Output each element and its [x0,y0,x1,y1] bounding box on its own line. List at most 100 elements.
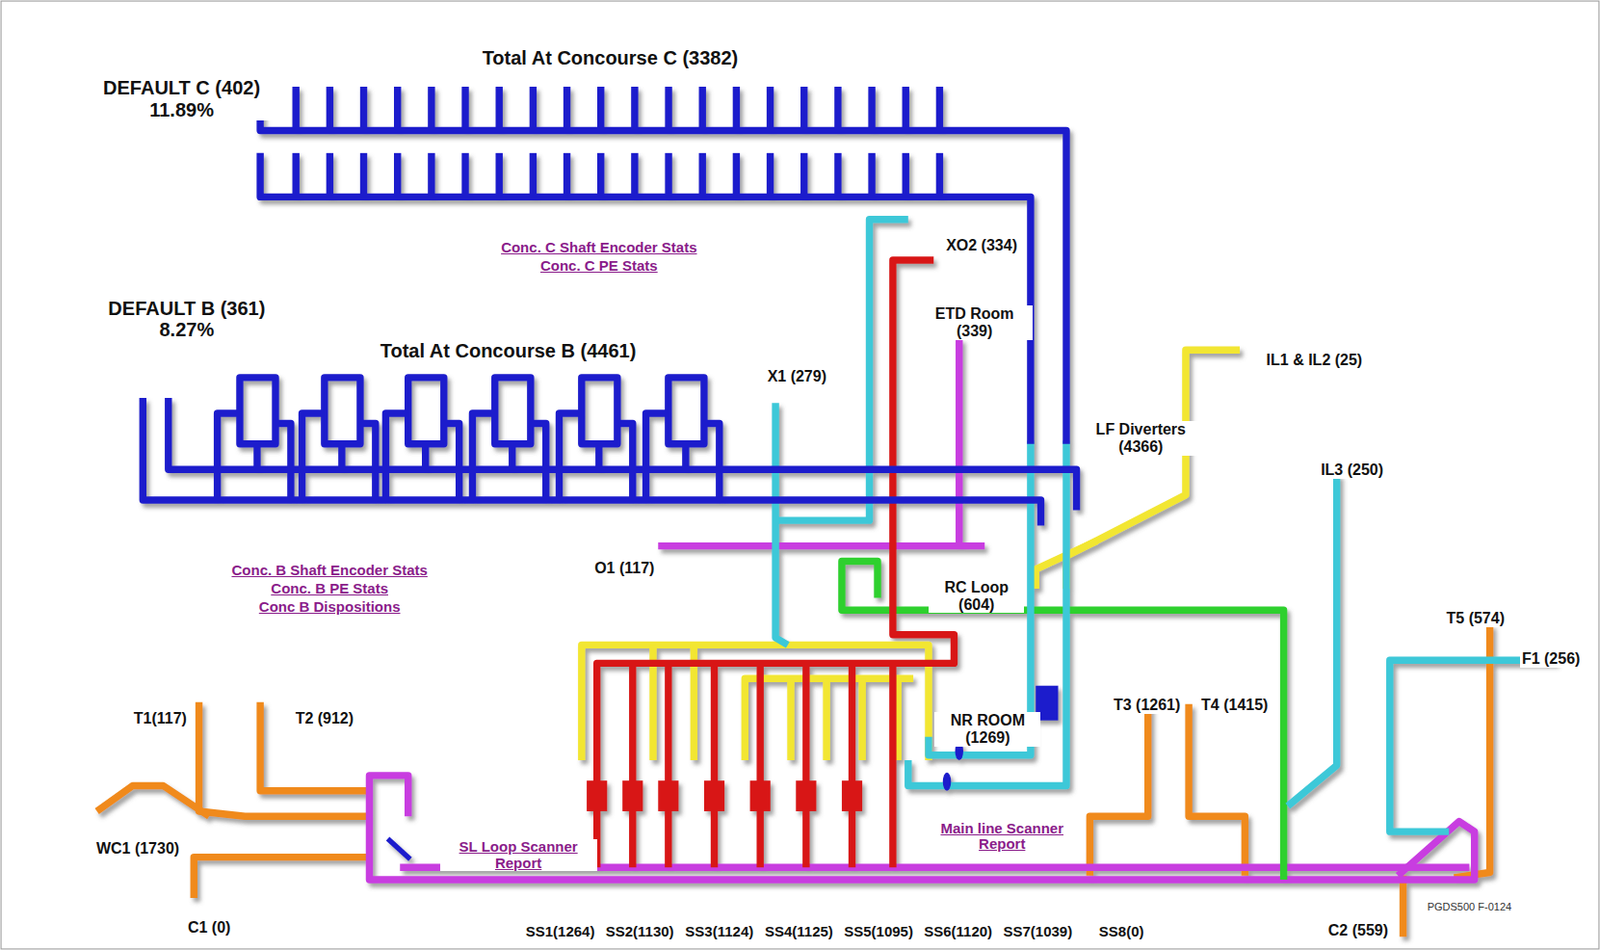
blue-line [867,153,875,198]
blue-line [338,444,345,470]
blue-line [530,423,547,500]
blue-line [800,153,808,198]
station-count: X1 (279) [765,367,829,386]
blue-line [902,153,910,198]
blue-line [408,377,445,445]
red-line [802,662,810,867]
blue-line [733,86,740,132]
station-count: NR ROOM (1269) [934,711,1041,747]
purple-line [368,339,1474,880]
conveyor-drawing [97,86,1557,937]
blue-line [699,153,707,198]
blue-line [597,153,604,198]
yellow-line [786,678,794,761]
blue-line [733,153,740,198]
blue-line [630,86,638,132]
orange-line [97,785,210,816]
sorter-count: SS6(1120) [921,923,995,941]
station-count: LF Diverters (4366) [1082,420,1200,456]
report-link: SL Loop Scanner Report [440,839,598,872]
cyan-line [908,441,1067,787]
blue-line [461,86,469,132]
blue-line [646,413,669,500]
sorter-block [841,780,863,812]
blue-line [563,86,571,132]
report-link: Main line Scanner Report [918,820,1086,854]
sorter-count: SS3(1124) [682,923,756,941]
red-line [664,662,672,867]
station-count: XO2 (334) [944,236,1020,255]
blue-line [393,153,401,198]
sorter-block [795,780,816,812]
sorter-count: SS4(1125) [762,923,836,941]
red-line [848,662,856,867]
sorter-block [704,780,725,812]
blue-line [427,153,435,198]
purple-line [657,542,985,550]
station-count: T4 (1415) [1199,696,1270,714]
station-count: ETD Room (339) [916,305,1033,341]
blue-line [217,413,240,500]
blue-line [302,413,325,500]
blue-line [291,86,299,132]
blue-line [253,444,261,470]
blue-line [800,86,808,132]
station-count: F1 (256) [1520,650,1582,668]
concourse-total: Total At Concourse C (3382) [475,47,745,69]
report-link: Conc. C PE Stats [538,258,660,275]
blue-line [581,377,618,445]
blue-line [393,86,401,132]
blue-line [496,153,503,198]
blue-line [936,153,944,198]
blue-device [943,772,951,791]
blue-line [326,86,334,132]
station-count: T3 (1261) [1111,696,1182,714]
sorter-block [657,780,679,812]
blue-line [834,153,841,198]
concourse-total: Total At Concourse B (4461) [368,340,649,362]
cyan-line [1287,473,1338,806]
blue-line [563,153,571,198]
blue-line [496,86,503,132]
default-count: DEFAULT C (402) 11.89% [82,77,281,121]
cyan-line [775,219,1556,832]
report-link: Conc. C Shaft Encoder Stats [498,239,699,257]
blue-line [168,397,1077,510]
purple-line [955,339,963,547]
station-count: C1 (0) [185,918,233,937]
blue-line [664,153,672,198]
cyan-line [775,402,788,645]
station-count: RC Loop (604) [928,578,1024,614]
red-line [629,662,636,867]
orange-line [1399,875,1407,938]
blue-line [704,423,720,500]
station-count: IL3 (250) [1318,461,1386,479]
blue-line [495,377,531,445]
station-count: IL1 & IL2 (25) [1264,351,1365,369]
blue-line [239,377,276,445]
blue-line [766,153,774,198]
blue-line [834,86,841,132]
blue-line [360,153,368,198]
sorter-block [586,780,607,812]
red-line [710,662,718,867]
yellow-line [1066,349,1240,589]
blue-line [385,413,408,500]
blue-line [291,153,299,198]
yellow-line [744,678,914,761]
drawing-number: PGDS500 F-0124 [1425,900,1514,913]
station-count: T1(117) [131,709,189,728]
sorter-block [586,780,863,812]
blue-line [275,423,291,500]
blue-line [260,86,1067,445]
red-line [889,662,896,867]
blue-line [766,86,774,132]
cyan-line [1390,659,1557,832]
station-count: T2 (912) [293,709,356,728]
blue-line [630,153,638,198]
blue-line [699,86,707,132]
blue-line [472,413,495,500]
